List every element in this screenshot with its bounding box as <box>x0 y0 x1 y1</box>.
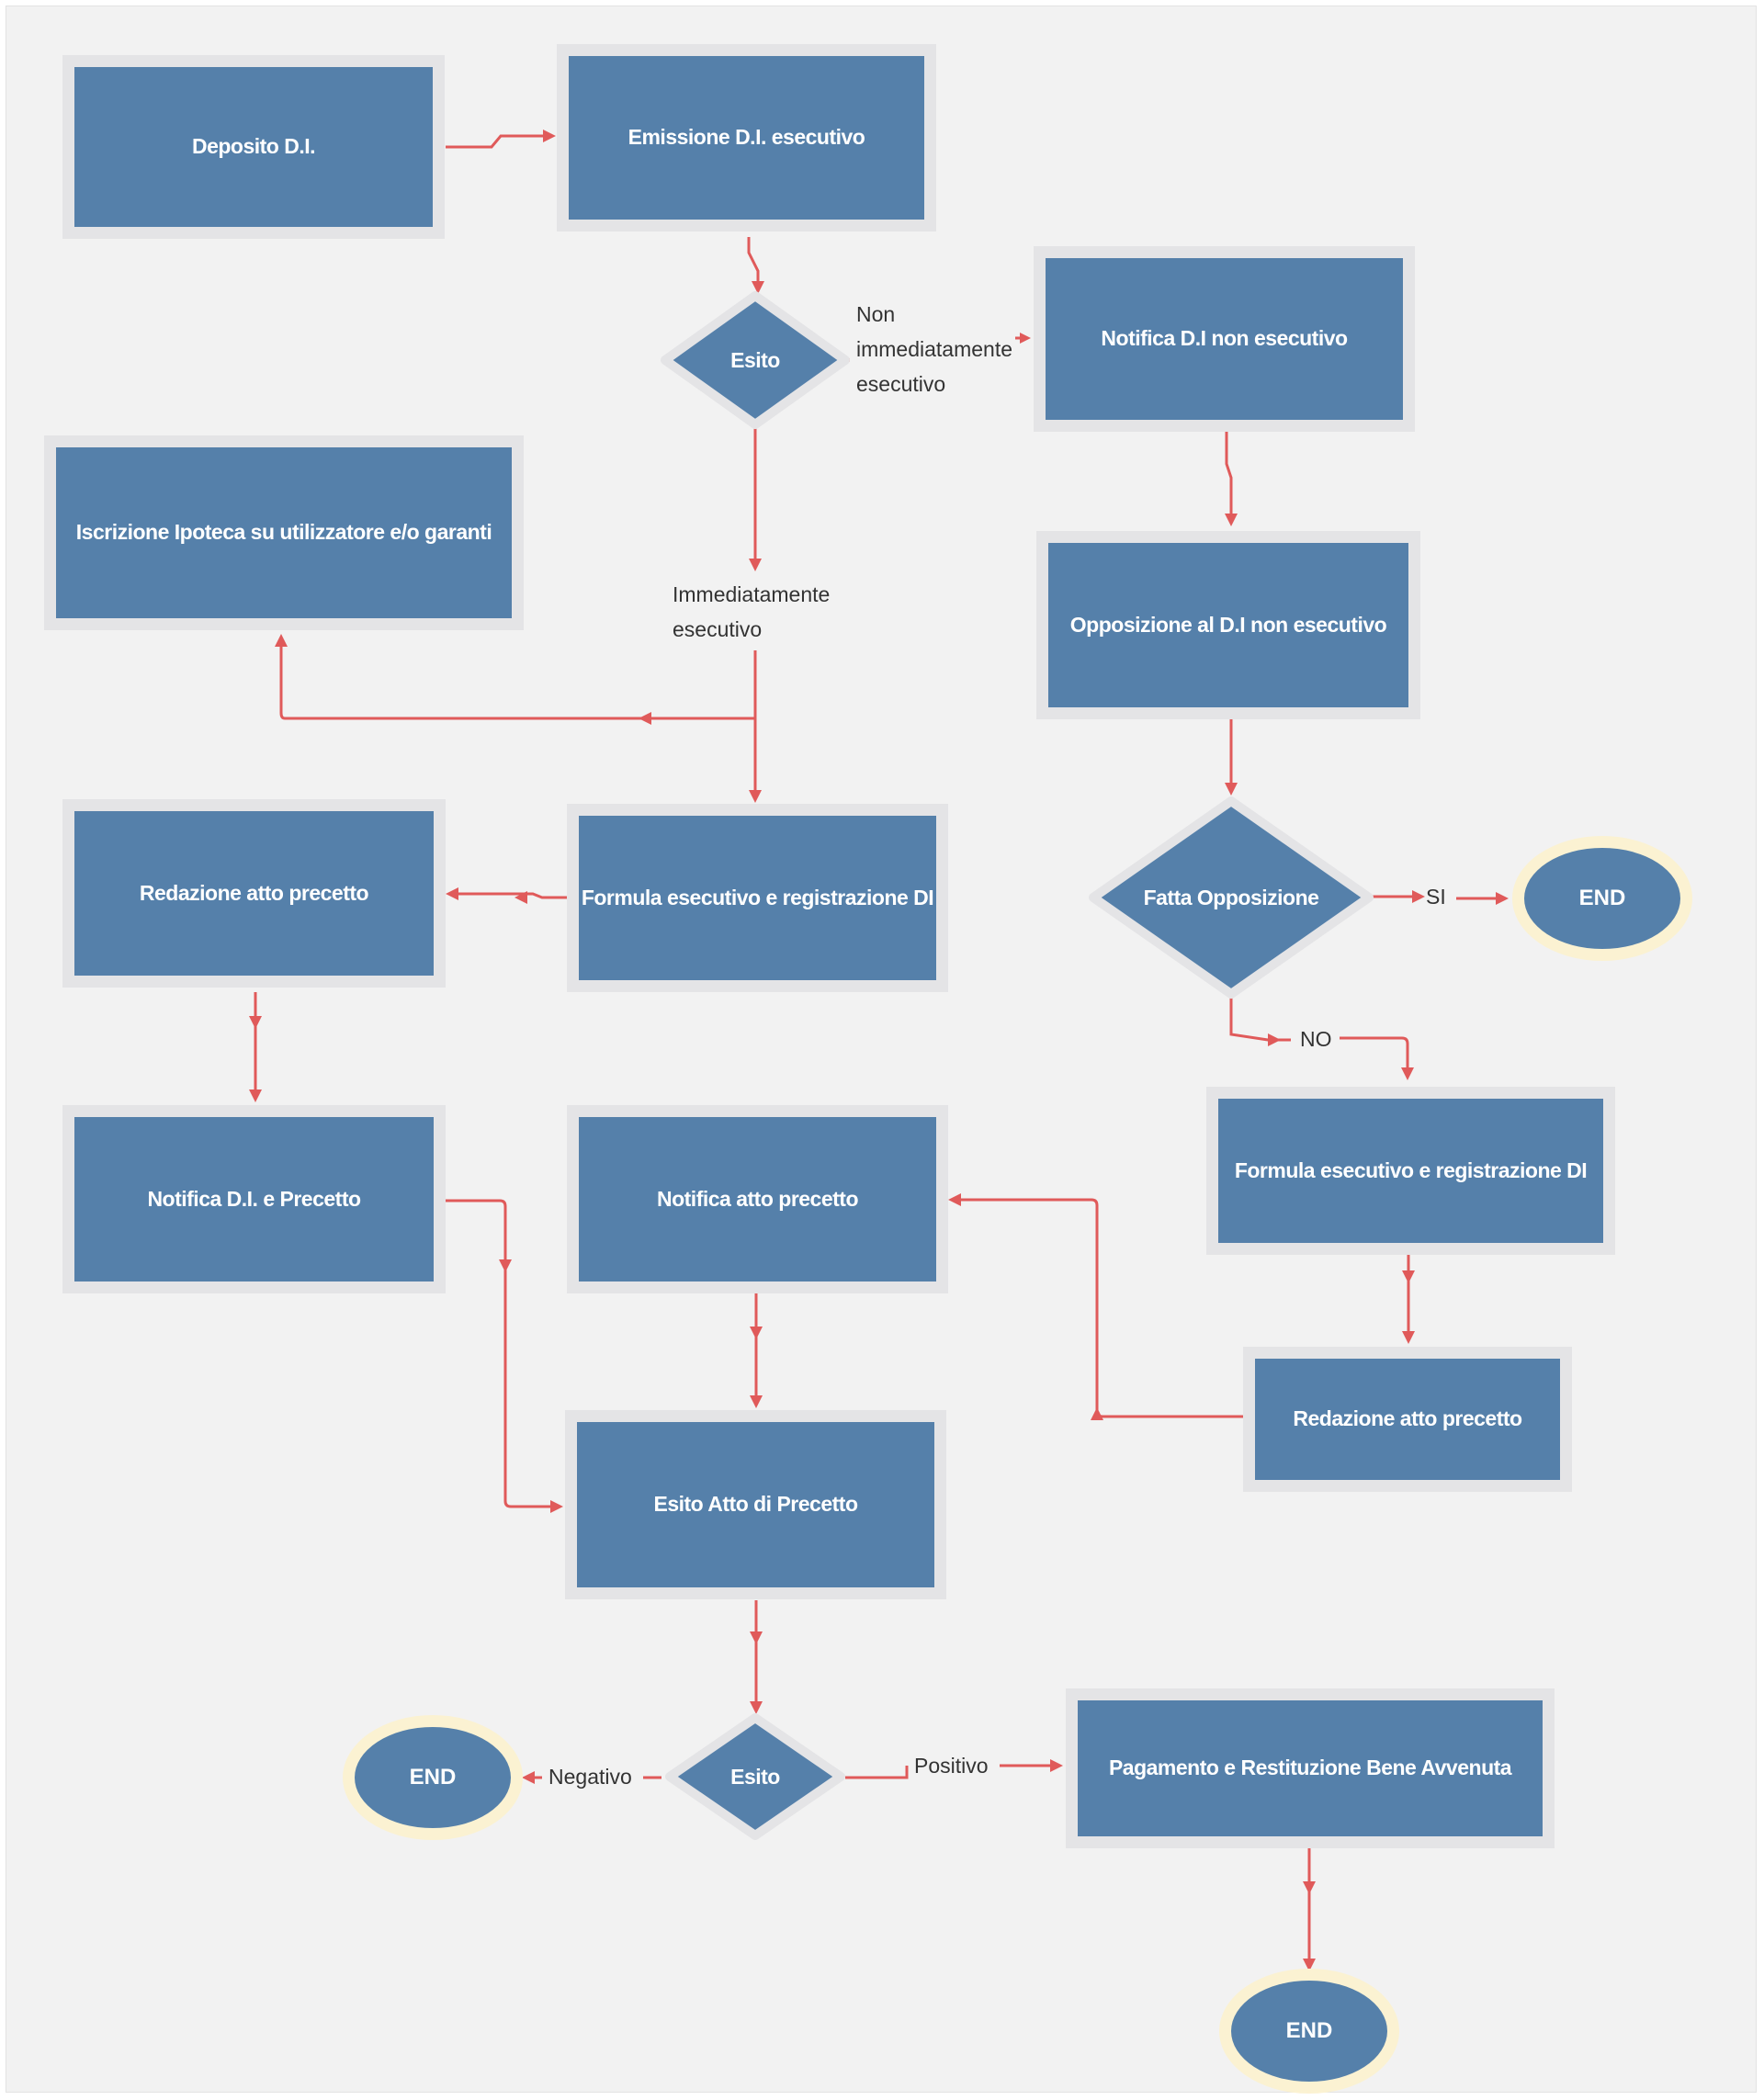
node-label: Notifica atto precetto <box>656 1186 859 1211</box>
node-label: Emissione D.I. esecutivo <box>628 125 865 150</box>
node-label: Iscrizione Ipoteca su utilizzatore e/o g… <box>75 520 492 545</box>
edge-esito-positivo <box>845 1766 909 1779</box>
edge-formula-center-redazione <box>453 892 567 899</box>
arrowhead <box>1225 783 1238 796</box>
arrowhead <box>749 559 762 571</box>
edge-label-line: immediatamente <box>856 337 1013 361</box>
edge-deposito-emissione <box>446 134 549 149</box>
node-opposizione: Opposizione al D.I non esecutivo <box>1036 531 1420 719</box>
arrowhead <box>750 1631 763 1644</box>
arrowhead <box>750 1395 763 1408</box>
terminal-label: END <box>1578 886 1626 910</box>
node-label: Redazione atto precetto <box>139 880 369 905</box>
edge-to-iscrizione <box>279 641 755 720</box>
terminal-label: END <box>409 1765 457 1790</box>
arrowhead <box>1268 1033 1281 1046</box>
node-label: Esito Atto di Precetto <box>653 1492 859 1517</box>
arrowhead <box>1303 1959 1316 1971</box>
node-deposito: Deposito D.I. <box>62 55 445 239</box>
node-label: Pagamento e Restituzione Bene Avvenuta <box>1108 1756 1512 1780</box>
node-label: Redazione atto precetto <box>1293 1406 1522 1431</box>
node-formula-right: Formula esecutivo e registrazione DI <box>1206 1087 1615 1255</box>
node-formula-center: Formula esecutivo e registrazione DI <box>567 804 948 992</box>
arrowhead <box>1225 514 1238 526</box>
arrowhead <box>1401 1067 1414 1080</box>
node-iscrizione-ipoteca: Iscrizione Ipoteca su utilizzatore e/o g… <box>44 435 524 630</box>
node-label: Notifica D.I. e Precetto <box>147 1186 361 1211</box>
arrowhead <box>1050 1759 1063 1772</box>
edge-label-line: esecutivo <box>673 617 763 641</box>
arrowhead <box>446 887 458 900</box>
arrowhead <box>1091 1407 1103 1420</box>
decision-esito-top-shape <box>661 291 850 429</box>
arrowhead <box>249 1090 262 1102</box>
edge-label-si: SI <box>1426 885 1446 909</box>
arrowhead <box>1303 1881 1316 1894</box>
arrowhead <box>639 712 651 725</box>
node-label: Opposizione al D.I non esecutivo <box>1069 612 1387 637</box>
arrowhead <box>514 891 527 904</box>
node-notifica-di-precetto: Notifica D.I. e Precetto <box>62 1105 446 1293</box>
edge-label-line: Immediatamente <box>673 582 831 606</box>
arrowhead <box>750 1327 763 1339</box>
decision-esito-top-label: Esito <box>730 348 780 372</box>
arrowhead <box>1402 1270 1415 1283</box>
node-label: Formula esecutivo e registrazione DI <box>581 885 934 909</box>
terminal-end-negativo: END <box>343 1715 523 1840</box>
arrowhead <box>543 130 556 142</box>
decision-fatta-opposizione-label: Fatta Opposizione <box>1143 886 1319 909</box>
node-notifica-atto-precetto: Notifica atto precetto <box>567 1105 948 1293</box>
decision-esito-bottom-shape <box>665 1713 845 1840</box>
edge-emissione-esito <box>747 237 760 288</box>
node-notifica-non-esecutivo: Notifica D.I non esecutivo <box>1034 246 1415 432</box>
edge-label-line: Non <box>856 302 896 326</box>
arrowhead <box>749 790 762 803</box>
arrowhead <box>948 1193 961 1206</box>
terminal-label: END <box>1285 2018 1333 2043</box>
terminal-end-si: END <box>1512 836 1692 961</box>
edge-label-line: esecutivo <box>856 372 946 396</box>
decision-fatta-opposizione-shape <box>1089 796 1374 999</box>
node-redazione-left: Redazione atto precetto <box>62 799 446 988</box>
arrowhead <box>752 281 764 294</box>
terminal-end-final: END <box>1219 1969 1399 2094</box>
arrowhead <box>1402 1331 1415 1344</box>
node-redazione-right: Redazione atto precetto <box>1243 1347 1572 1492</box>
node-label: Formula esecutivo e registrazione DI <box>1234 1157 1588 1182</box>
edge-notifica-opposizione <box>1225 432 1233 519</box>
arrowhead <box>1020 333 1031 344</box>
arrowhead <box>275 634 288 647</box>
edge-notifica-di-esito <box>446 1199 556 1508</box>
edge-label-non-immediatamente: Non immediatamente esecutivo <box>856 297 1012 401</box>
arrowhead <box>249 1016 262 1029</box>
arrowhead <box>499 1259 512 1272</box>
edge-label-immediatamente: Immediatamente esecutivo <box>673 577 830 647</box>
arrowhead <box>1496 892 1509 905</box>
node-label: Notifica D.I non esecutivo <box>1101 326 1348 351</box>
edge-label-no: NO <box>1300 1027 1332 1051</box>
arrowhead <box>750 1701 763 1714</box>
edge-no-formula <box>1340 1036 1409 1073</box>
edge-label-negativo: Negativo <box>548 1765 632 1789</box>
decision-esito-bottom-label: Esito <box>730 1765 780 1789</box>
arrowhead <box>550 1500 563 1513</box>
node-emissione: Emissione D.I. esecutivo <box>557 44 936 231</box>
arrowhead <box>522 1771 535 1784</box>
node-esito-atto-precetto: Esito Atto di Precetto <box>565 1410 946 1599</box>
edge-label-positivo: Positivo <box>914 1754 989 1778</box>
node-label: Deposito D.I. <box>191 134 316 159</box>
node-pagamento: Pagamento e Restituzione Bene Avvenuta <box>1066 1688 1555 1848</box>
arrowhead <box>1412 890 1425 903</box>
